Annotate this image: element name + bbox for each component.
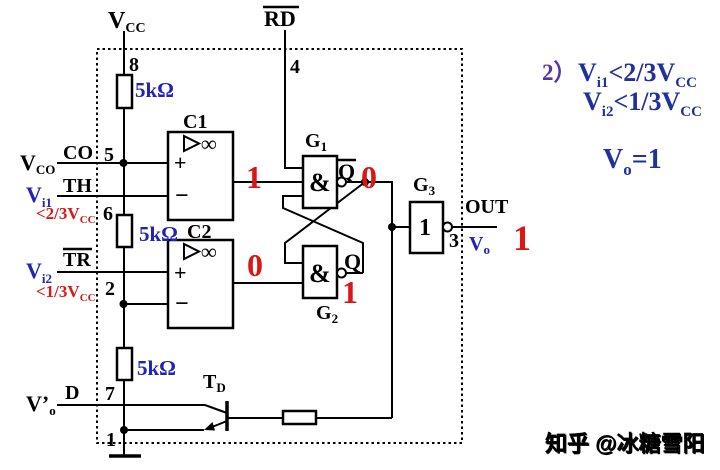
g2-and-symbol: &: [309, 259, 331, 288]
watermark-text: 知乎 @冰糖雪阳: [545, 431, 705, 456]
pin-5: 5: [104, 144, 114, 166]
g3-invert-bubble: [442, 221, 453, 233]
overlines: [63, 5, 356, 251]
vi1-condition: <2/3VCC: [36, 204, 96, 226]
co-label: CO: [63, 142, 93, 164]
pin-8: 8: [129, 54, 139, 76]
annotation-condition-1: Vi1<2/3VCC: [578, 58, 697, 91]
q-value: 1: [342, 274, 358, 310]
resistor-r2: [115, 213, 134, 249]
g2-invert-bubble: [336, 267, 347, 279]
pin-2: 2: [105, 278, 115, 300]
out-label: OUT: [465, 196, 509, 218]
c2-output-value: 0: [247, 247, 263, 283]
gate-g3-box: [408, 200, 445, 255]
annotation-result: Vo=1: [603, 144, 662, 179]
resistor-r1: [115, 73, 134, 110]
c1-plus-input: +: [174, 150, 187, 175]
gate-g2-label: G2: [316, 302, 338, 326]
junction-dots: [119, 159, 396, 434]
wires: [57, 30, 497, 456]
c2-amp-triangle-icon: [183, 242, 202, 261]
vi2-condition: <1/3VCC: [36, 282, 96, 304]
pin-6: 6: [103, 203, 113, 225]
g1-and-symbol: &: [309, 168, 331, 197]
comparator-c2-label: C2: [187, 221, 211, 243]
comparator-c1-label: C1: [183, 111, 207, 133]
qbar-value: 0: [361, 159, 377, 195]
gate-g1-label: G1: [305, 130, 327, 154]
pin-3: 3: [449, 230, 459, 252]
annotation-case: 2）: [542, 59, 577, 85]
c1-infinity-icon: ∞: [201, 131, 217, 156]
vi1-label: Vi1: [26, 182, 52, 210]
g1-invert-bubble: [336, 176, 347, 188]
c2-infinity-icon: ∞: [201, 239, 217, 264]
pin-7: 7: [105, 383, 115, 405]
q-label: Q: [344, 249, 361, 274]
vi2-label: Vi2: [26, 258, 52, 286]
resistor-r3-label: 5kΩ: [137, 356, 176, 380]
c1-output-value: 1: [246, 159, 262, 195]
vo-label: Vo: [469, 233, 490, 257]
pin-4: 4: [290, 56, 300, 78]
gate-g2-box: [301, 244, 339, 300]
output-value: 1: [513, 218, 531, 258]
reset-label: RD: [264, 6, 296, 31]
c1-amp-triangle-icon: [183, 134, 202, 153]
vco-label: VCO: [20, 150, 55, 177]
pin-1: 1: [106, 429, 116, 451]
comparator-c1-box: [166, 130, 235, 222]
qbar-label: Q: [338, 159, 355, 184]
vo-prime-label: V’o: [26, 391, 56, 418]
tr-label: TR: [63, 249, 91, 271]
gate-g3-label: G3: [413, 174, 436, 198]
d-label: D: [65, 382, 79, 404]
watermark-shadow: 知乎 @冰糖雪阳: [546, 432, 706, 457]
transistor-emitter-arrow: [204, 422, 215, 431]
resistor-r1-label: 5kΩ: [135, 78, 174, 102]
resistor-r2-label: 5kΩ: [139, 222, 178, 246]
c2-plus-input: +: [174, 260, 187, 285]
g3-buffer-symbol: 1: [419, 215, 431, 241]
chip-boundary: [96, 48, 463, 444]
th-label: TH: [63, 175, 92, 197]
vcc-label: VCC: [108, 8, 146, 36]
c2-minus-input: −: [175, 291, 189, 317]
resistor-r3: [115, 346, 134, 382]
transistor-td-label: TD: [203, 371, 226, 395]
annotation-condition-2: Vi2<1/3VCC: [583, 87, 702, 120]
resistor-base: [281, 409, 318, 426]
c1-minus-input: −: [175, 183, 189, 209]
comparator-c2-box: [166, 238, 235, 330]
